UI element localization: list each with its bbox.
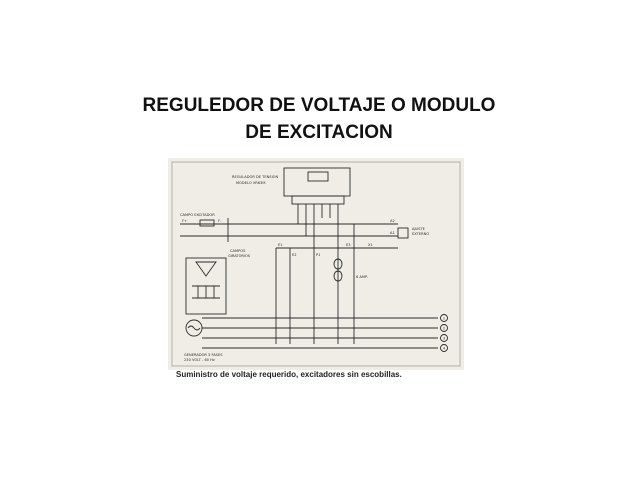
- regulator-terminal-strip: [291, 195, 345, 205]
- output-terminal-4: [440, 344, 448, 352]
- regulator-label-1: REGULADOR DE TENSION: [232, 175, 278, 179]
- terminal-a2: A2: [390, 219, 395, 223]
- regulator-display: [307, 171, 329, 182]
- exciter-field-coil: [199, 219, 215, 227]
- ct-label: 6 AMP.: [356, 275, 368, 279]
- terminal-a1: A1: [390, 231, 395, 235]
- terminal-e1: E1: [278, 243, 283, 247]
- terminal-e3: E3: [346, 243, 351, 247]
- output-terminal-label-4: 4: [443, 346, 445, 350]
- diagram-paper: [168, 158, 464, 370]
- exciter-field-f-plus: F+: [182, 219, 187, 223]
- title-line-2: DE EXCITACION: [245, 122, 393, 143]
- terminal-p1: P1: [316, 253, 320, 257]
- output-terminal-3: [440, 334, 448, 342]
- adjust-label-2: EXTERNO: [412, 232, 429, 236]
- ct-coil-upper: [333, 258, 343, 270]
- slide-title: REGULEDOR DE VOLTAJE O MODULO DE EXCITAC…: [0, 92, 638, 146]
- exciter-field-f-minus: F-: [218, 219, 222, 223]
- regulator-label-2: MODELO VR63M: [236, 181, 265, 185]
- rotating-field-label-1: CAMPOS: [230, 249, 246, 253]
- exciter-field-label: CAMPO EXCITADOR: [180, 213, 215, 217]
- title-line-1: REGULEDOR DE VOLTAJE O MODULO: [142, 95, 496, 116]
- external-adjust-box: [397, 227, 409, 239]
- ct-coil-lower: [333, 270, 343, 282]
- rotating-field-box: [185, 257, 227, 315]
- rotating-field-label-2: GIRATORIOS: [228, 254, 251, 258]
- diagram-caption: Suministro de voltaje requerido, excitad…: [176, 370, 402, 379]
- adjust-label-1: AJUSTE: [412, 227, 426, 231]
- output-terminal-label-2: 2: [443, 326, 445, 330]
- output-terminal-1: [440, 314, 448, 322]
- output-terminal-label-3: 3: [443, 336, 445, 340]
- wiring-diagram: REGULADOR DE TENSION MODELO VR63M CAMPO …: [168, 158, 464, 370]
- output-terminal-2: [440, 324, 448, 332]
- terminal-x1: X1: [368, 243, 373, 247]
- generator-label-2: 230 VOLT - 60 Hz: [184, 358, 215, 362]
- output-terminal-label-1: 1: [443, 316, 445, 320]
- generator-label-1: GENERADOR 3 FASES: [184, 353, 223, 357]
- terminal-e2: E2: [292, 253, 297, 257]
- diagram-frame: [171, 161, 461, 367]
